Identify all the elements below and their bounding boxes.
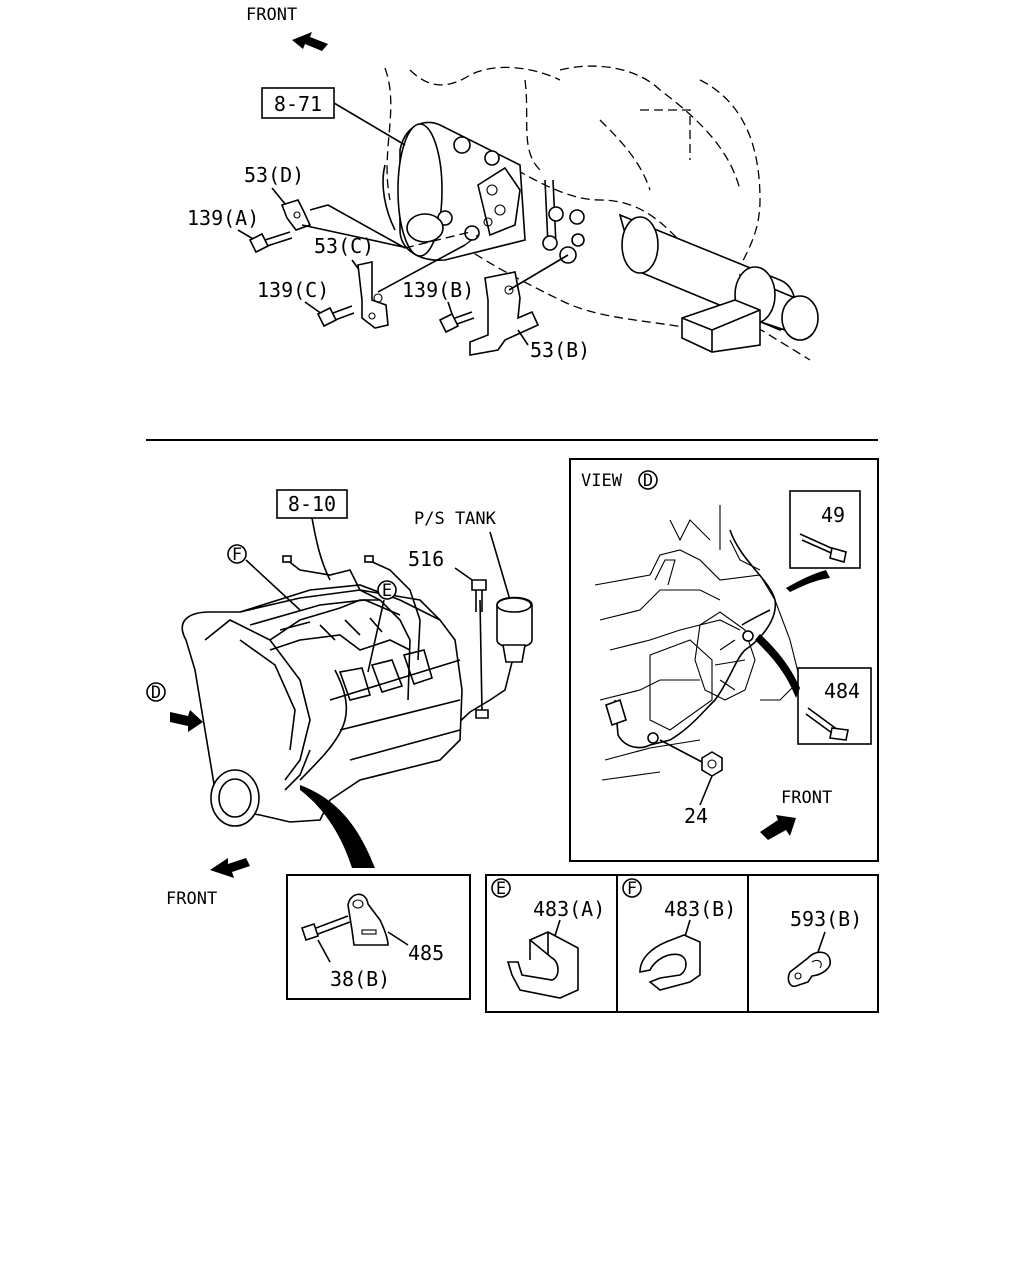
part-593b-label: 593(B) — [790, 907, 862, 931]
marker-e-text: E — [382, 581, 392, 601]
marker-f-text: F — [232, 545, 242, 565]
view-d-marker-circle — [638, 470, 658, 490]
detail-f-marker-text: F — [627, 879, 637, 899]
view-d-front-arrow-icon — [760, 815, 796, 840]
top-front-label: FRONT — [246, 5, 297, 25]
clip-484-label: 484 — [824, 679, 860, 703]
marker-f-circle — [227, 544, 247, 564]
engine-view: 8-10 P/S TANK 516 — [146, 489, 533, 909]
clamp-485-label: 485 — [408, 941, 444, 965]
ref-8-71-text: 8-71 — [274, 92, 322, 116]
callout-139-c: 139(C) — [257, 278, 329, 302]
nut-24-label: 24 — [684, 804, 708, 828]
view-d-front-label: FRONT — [781, 788, 832, 808]
engine-front-label: FRONT — [166, 889, 217, 909]
clip-49-box — [789, 490, 861, 569]
view-d-marker-text: D — [643, 471, 653, 491]
detail-clamp-panel: 485 38(B) — [286, 874, 471, 1000]
detail-e-marker-circle — [491, 878, 511, 898]
callout-53-c: 53(C) — [314, 234, 374, 258]
detail-e-marker-text: E — [496, 879, 506, 899]
view-d-arrow-icon — [170, 710, 203, 732]
ref-box-8-71 — [261, 87, 335, 119]
top-assembly-view: FRONT — [187, 5, 819, 362]
part-483a-label: 483(A) — [533, 897, 605, 921]
engine-front-arrow-icon — [210, 858, 250, 878]
bolt-38b-label: 38(B) — [330, 967, 390, 991]
marker-d-text: D — [151, 683, 161, 703]
view-d-panel: VIEW D 49 484 — [569, 458, 879, 862]
detail-f-marker-circle — [622, 878, 642, 898]
marker-e-circle — [377, 580, 397, 600]
callout-139-a: 139(A) — [187, 206, 259, 230]
callout-139-b: 139(B) — [402, 278, 474, 302]
callout-516: 516 — [408, 547, 444, 571]
detail-pointer-icon — [300, 785, 375, 868]
callout-53-b: 53(B) — [530, 338, 590, 362]
view-d-title: VIEW — [581, 471, 623, 491]
marker-d-circle — [146, 682, 166, 702]
ref-8-10-text: 8-10 — [288, 492, 336, 516]
part-483b-label: 483(B) — [664, 897, 736, 921]
ref-box-8-10 — [276, 489, 348, 519]
callout-53-d: 53(D) — [244, 163, 304, 187]
top-front-arrow-icon — [292, 32, 328, 51]
clip-49-label: 49 — [821, 503, 845, 527]
ps-tank-label: P/S TANK — [414, 509, 497, 529]
detail-clips-panel: E 483(A) F 483(B) 593(B) — [485, 874, 879, 1013]
